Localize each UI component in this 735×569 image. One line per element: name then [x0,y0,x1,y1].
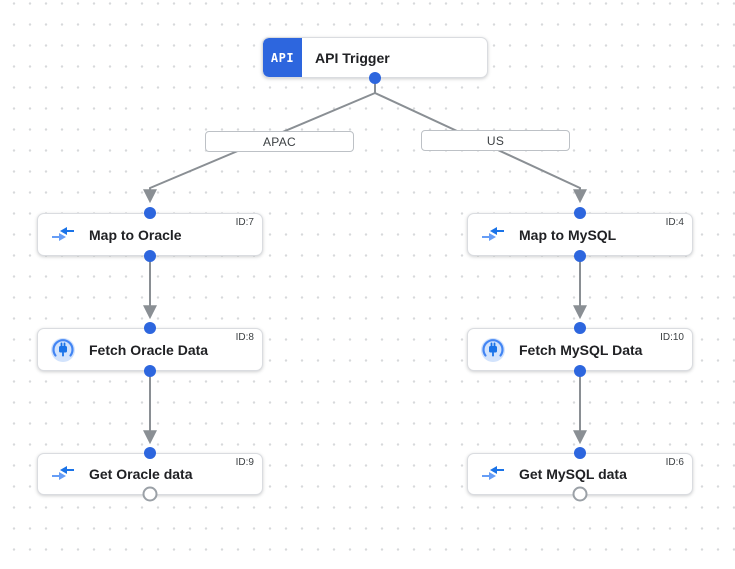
edge-label-apac[interactable]: APAC [205,131,354,152]
output-port[interactable] [144,365,156,377]
task-id-badge: ID:8 [235,332,254,343]
connector-icon [50,337,76,363]
task-title: Map to MySQL [519,226,617,243]
trigger-title: API Trigger [315,49,390,66]
task-node-map-to-oracle[interactable]: Map to Oracle ID:7 [37,213,263,256]
input-port[interactable] [144,322,156,334]
data-mapping-icon [50,222,76,248]
edge-label-text: APAC [263,134,296,149]
api-trigger-icon: API [263,38,302,77]
task-id-badge: ID:9 [235,457,254,468]
task-node-fetch-mysql-data[interactable]: Fetch MySQL Data ID:10 [467,328,693,371]
task-node-get-oracle-data[interactable]: Get Oracle data ID:9 [37,453,263,495]
input-port[interactable] [144,447,156,459]
input-port[interactable] [574,447,586,459]
edge-label-us[interactable]: US [421,130,570,151]
input-port[interactable] [144,207,156,219]
output-port[interactable] [574,365,586,377]
terminal-port[interactable] [572,486,588,502]
output-port[interactable] [574,250,586,262]
task-title: Get MySQL data [519,466,627,482]
connector-icon [480,337,506,363]
data-mapping-icon [480,461,506,487]
trigger-node-api[interactable]: API API Trigger [262,37,488,78]
task-title: Fetch MySQL Data [519,341,643,358]
task-id-badge: ID:4 [665,217,684,228]
edge-label-text: US [486,133,505,148]
input-port[interactable] [574,322,586,334]
input-port[interactable] [574,207,586,219]
terminal-port[interactable] [142,486,158,502]
output-port[interactable] [144,250,156,262]
task-title: Fetch Oracle Data [89,341,209,358]
task-title: Get Oracle data [89,466,193,482]
data-mapping-icon [50,461,76,487]
trigger-output-port[interactable] [369,72,381,84]
data-mapping-icon [480,222,506,248]
task-title: Map to Oracle [89,226,182,243]
task-id-badge: ID:7 [235,217,254,228]
task-id-badge: ID:6 [665,457,684,468]
task-id-badge: ID:10 [660,332,684,343]
